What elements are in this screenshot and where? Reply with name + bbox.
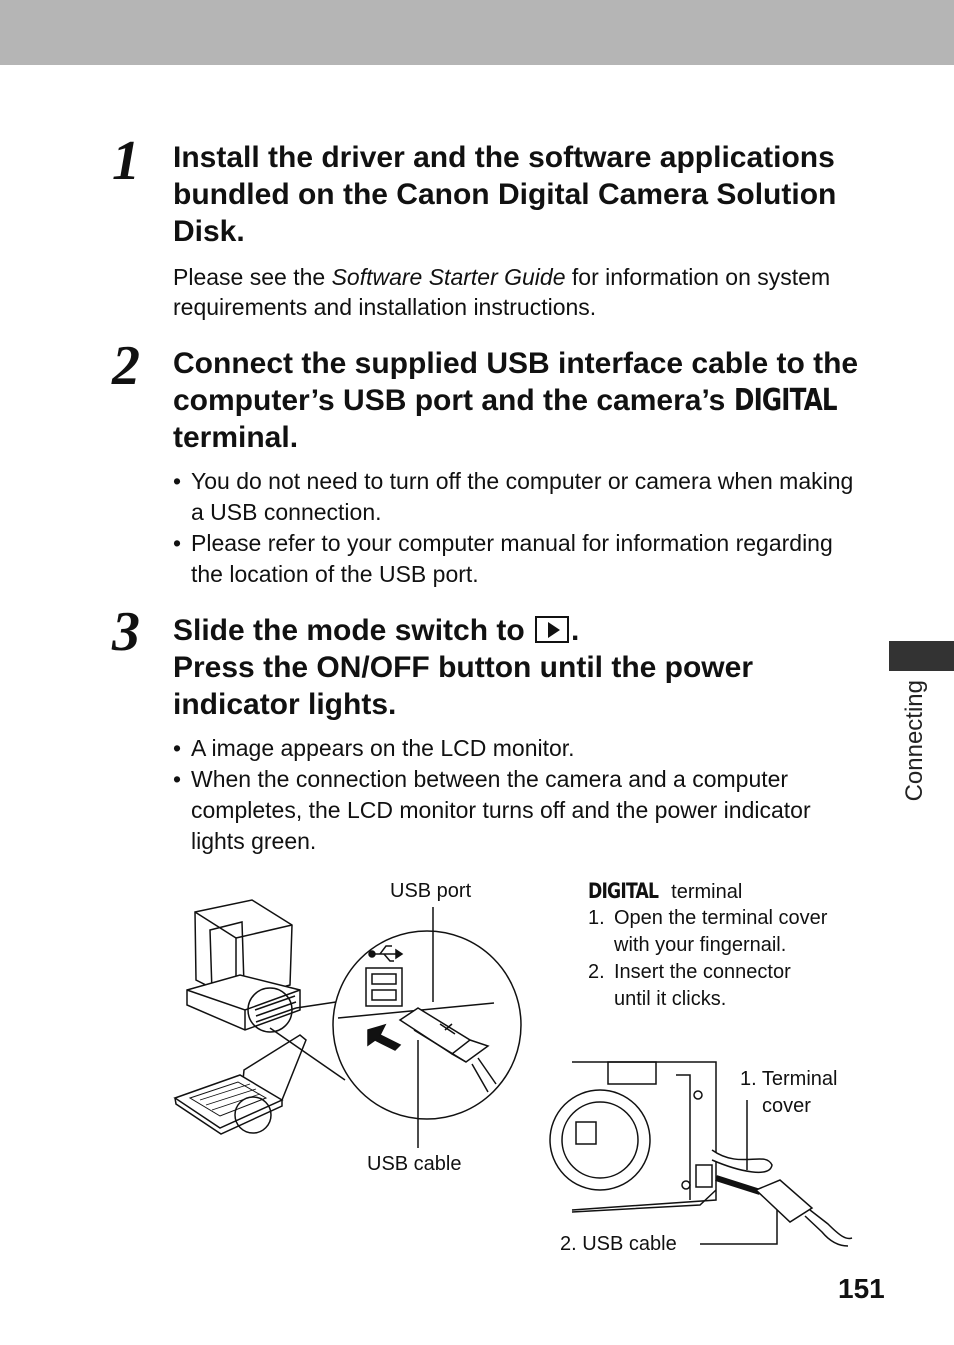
step-2-bullets: You do not need to turn off the computer… [173, 466, 863, 590]
desktop-computer-icon [186, 899, 301, 1033]
software-starter-guide-title: Software Starter Guide [331, 264, 566, 290]
terminal-caption: DIGITAL terminal [588, 879, 743, 903]
list-item: Please refer to your computer manual for… [173, 528, 863, 590]
laptop-icon [173, 1034, 307, 1135]
terminal-cover-icon [711, 1149, 773, 1173]
list-item: 2.Insert the connector [588, 961, 791, 983]
section-tab-label: Connecting [901, 680, 928, 802]
usb-cable-callout: 2. USB cable [560, 1233, 677, 1255]
usb-cable-label: USB cable [367, 1153, 462, 1175]
section-tab-marker [889, 641, 954, 671]
header-bar [0, 0, 954, 65]
digital-terminal-icon: DIGITAL [588, 879, 659, 903]
usb-port-label: USB port [390, 880, 472, 902]
terminal-cover-callout-1: 1. Terminal [740, 1068, 838, 1090]
camera-usb-cable-icon [715, 1175, 853, 1247]
step-2-number: 2 [112, 335, 140, 397]
camera-icon [549, 1061, 717, 1213]
list-item: 1.Open the terminal cover [588, 907, 828, 929]
step-2-heading: Connect the supplied USB interface cable… [173, 347, 859, 454]
terminal-cover-callout-2: cover [762, 1095, 811, 1117]
list-item: A image appears on the LCD monitor. [173, 733, 863, 764]
list-item: When the connection between the camera a… [173, 764, 863, 857]
step-1-number: 1 [112, 130, 140, 192]
step-3-number: 3 [112, 601, 140, 663]
usb-port-closeup-icon [332, 930, 522, 1120]
terminal-steps: 1.Open the terminal cover with your fing… [588, 905, 827, 1013]
insert-arrow-icon [367, 1023, 402, 1051]
list-item: You do not need to turn off the computer… [173, 466, 863, 528]
usb-connector-icon [398, 1007, 497, 1093]
step-1-body: Please see the Software Starter Guide fo… [173, 264, 831, 320]
step-3-bullets: A image appears on the LCD monitor. When… [173, 733, 863, 857]
list-item: until it clicks. [614, 988, 727, 1010]
digital-terminal-icon: DIGITAL [733, 383, 838, 418]
playback-icon [535, 616, 570, 643]
page-number: 151 [838, 1273, 885, 1304]
usb-symbol-icon [368, 945, 404, 962]
list-item: with your fingernail. [614, 934, 787, 956]
step-3-heading: Slide the mode switch to .Press the ON/O… [173, 614, 754, 721]
step-1-heading: Install the driver and the software appl… [173, 141, 837, 248]
